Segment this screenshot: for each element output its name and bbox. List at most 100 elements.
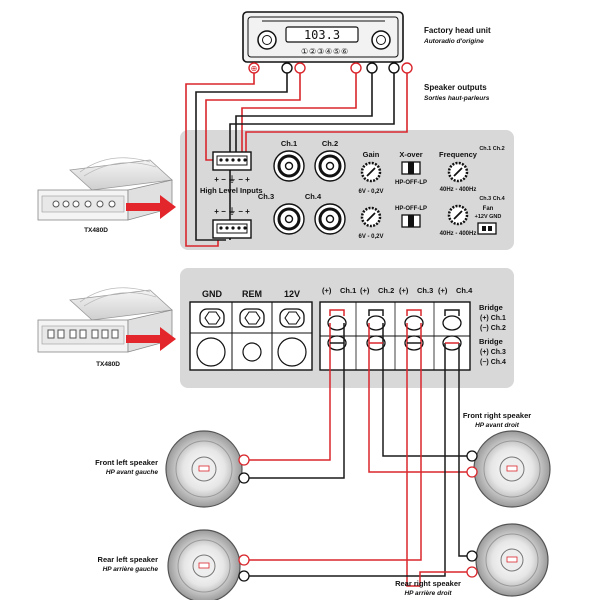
front-right-label: Front right speaker: [463, 411, 531, 420]
head-unit-title: Factory head unit: [424, 26, 491, 35]
fan-spec: +12V GND: [475, 214, 502, 220]
hu-out-3-plus: [350, 62, 362, 74]
preset-buttons: ① ② ③ ④ ⑤ ⑥: [301, 47, 348, 56]
speaker-front-right: [466, 430, 551, 508]
preset-2: ②: [309, 47, 316, 56]
freq-range-bottom: 40Hz - 400Hz: [440, 231, 477, 237]
xover-modes-bottom: HP-OFF-LP: [395, 206, 427, 212]
speaker-wires: [244, 323, 472, 587]
bridge-label-2: Bridge: [479, 337, 503, 346]
rca-ch1-label: Ch.1: [281, 139, 297, 148]
ch3-plus: (+): [399, 286, 409, 295]
bridge1-minus: (−) Ch.2: [480, 325, 506, 332]
radio-display: [285, 26, 359, 43]
display-frequency: 103.3: [304, 28, 340, 42]
rem-label: REM: [242, 289, 262, 299]
preset-4: ④: [325, 47, 332, 56]
ch4-header: Ch.4: [456, 286, 473, 295]
volume-knob: [257, 30, 277, 50]
input-wires: [185, 73, 408, 247]
ch1-header: Ch.1: [340, 286, 356, 295]
frequency-knob-top[interactable]: [447, 161, 469, 183]
bridge1-plus: (+) Ch.1: [480, 315, 506, 322]
frequency-knob-bottom[interactable]: [447, 204, 469, 226]
gain-range-top: 6V - 0,2V: [358, 189, 383, 195]
polarity-top: + − ⏚ − +: [214, 175, 250, 184]
ch4-plus: (+): [438, 286, 448, 295]
head-unit-subtitle: Autoradio d'origine: [423, 38, 484, 45]
speaker-rear-left: [167, 529, 250, 600]
amplifier-illustration-top: [37, 157, 173, 221]
group-ch12-label: Ch.1 Ch.2: [479, 146, 504, 152]
gain-range-bottom: 6V - 0,2V: [358, 234, 383, 240]
bridge2-plus: (+) Ch.3: [480, 349, 506, 356]
arrow-bottom: [126, 327, 176, 351]
front-right-label-fr: HP avant droit: [475, 422, 520, 429]
bridge-label-1: Bridge: [479, 303, 503, 312]
high-level-inputs-label: High Level Inputs: [200, 186, 263, 195]
hu-out-3-minus: [366, 62, 378, 74]
front-left-label-fr: HP avant gauche: [106, 469, 159, 476]
gain-knob-top[interactable]: [360, 161, 382, 183]
rear-left-label: Rear left speaker: [98, 555, 159, 564]
hu-out-4-minus: [388, 62, 400, 74]
head-unit-outputs: ⊕: [248, 62, 413, 74]
tune-knob: [371, 30, 391, 50]
rear-right-label-fr: HP arrière droit: [404, 590, 452, 597]
gnd-label: GND: [202, 289, 223, 299]
wire-stubs: [329, 309, 460, 344]
preset-5: ⑤: [333, 47, 340, 56]
speaker-outputs-title: Speaker outputs: [424, 83, 487, 92]
polarity-bottom: + − ⏚ − +: [214, 207, 250, 216]
head-unit: 103.3 ① ② ③ ④ ⑤ ⑥: [242, 11, 404, 63]
hu-out-1-minus: [281, 62, 293, 74]
speaker-rear-right: [466, 523, 549, 597]
preset-3: ③: [317, 47, 324, 56]
amp-model-bottom: TX480D: [96, 361, 120, 368]
speaker-outputs-subtitle: Sorties haut-parleurs: [424, 95, 490, 102]
xover-switch-top[interactable]: [401, 161, 421, 175]
gain-knob-bottom[interactable]: [360, 206, 382, 228]
ch2-header: Ch.2: [378, 286, 394, 295]
rear-right-label: Rear right speaker: [395, 579, 461, 588]
v12-terminal: [277, 308, 307, 367]
rca-ch3-label: Ch.3: [258, 192, 274, 201]
fan-connector: [477, 222, 497, 235]
rca-jacks: [273, 150, 346, 235]
xover-label: X-over: [399, 150, 422, 159]
ch2-plus: (+): [360, 286, 370, 295]
gnd-terminal: [196, 308, 226, 367]
v12-label: 12V: [284, 289, 300, 299]
group-ch34-label: Ch.3 Ch.4: [479, 196, 505, 202]
ch1-plus: (+): [322, 286, 332, 295]
xover-switch-bottom[interactable]: [401, 214, 421, 228]
hu-out-2-plus: [294, 62, 306, 74]
svg-text:⊕: ⊕: [251, 64, 258, 73]
channel-headers: (+) Ch.1 (+) Ch.2 (+) Ch.3 (+) Ch.4: [322, 286, 473, 295]
rear-right-plus-wire: [419, 571, 467, 586]
preset-1: ①: [301, 47, 308, 56]
gain-label: Gain: [363, 150, 380, 159]
ch3-header: Ch.3: [417, 286, 433, 295]
bridge-labels: Bridge (+) Ch.1 (−) Ch.2 Bridge (+) Ch.3…: [479, 303, 506, 366]
rca-ch4-label: Ch.4: [305, 192, 322, 201]
rem-terminal: [239, 308, 265, 362]
rear-left-label-fr: HP arrière gauche: [103, 566, 159, 573]
high-level-input-bottom: [212, 219, 252, 239]
high-level-input-top: [212, 151, 252, 171]
bridge2-minus: (−) Ch.4: [480, 359, 506, 366]
amp-model-top: TX480D: [84, 227, 108, 234]
amp-input-panel: [180, 130, 514, 250]
fan-label: Fan: [483, 206, 494, 212]
hu-out-4-plus: [401, 62, 413, 74]
front-left-label: Front left speaker: [95, 458, 158, 467]
frequency-label: Frequency: [439, 150, 478, 159]
speaker-terminal-block: [319, 301, 471, 371]
rca-ch2-label: Ch.2: [322, 139, 338, 148]
speaker-front-left: [165, 430, 250, 508]
preset-6: ⑥: [341, 47, 348, 56]
xover-modes-top: HP-OFF-LP: [395, 180, 427, 186]
arrow-top: [126, 195, 176, 219]
freq-range-top: 40Hz - 400Hz: [440, 187, 477, 193]
